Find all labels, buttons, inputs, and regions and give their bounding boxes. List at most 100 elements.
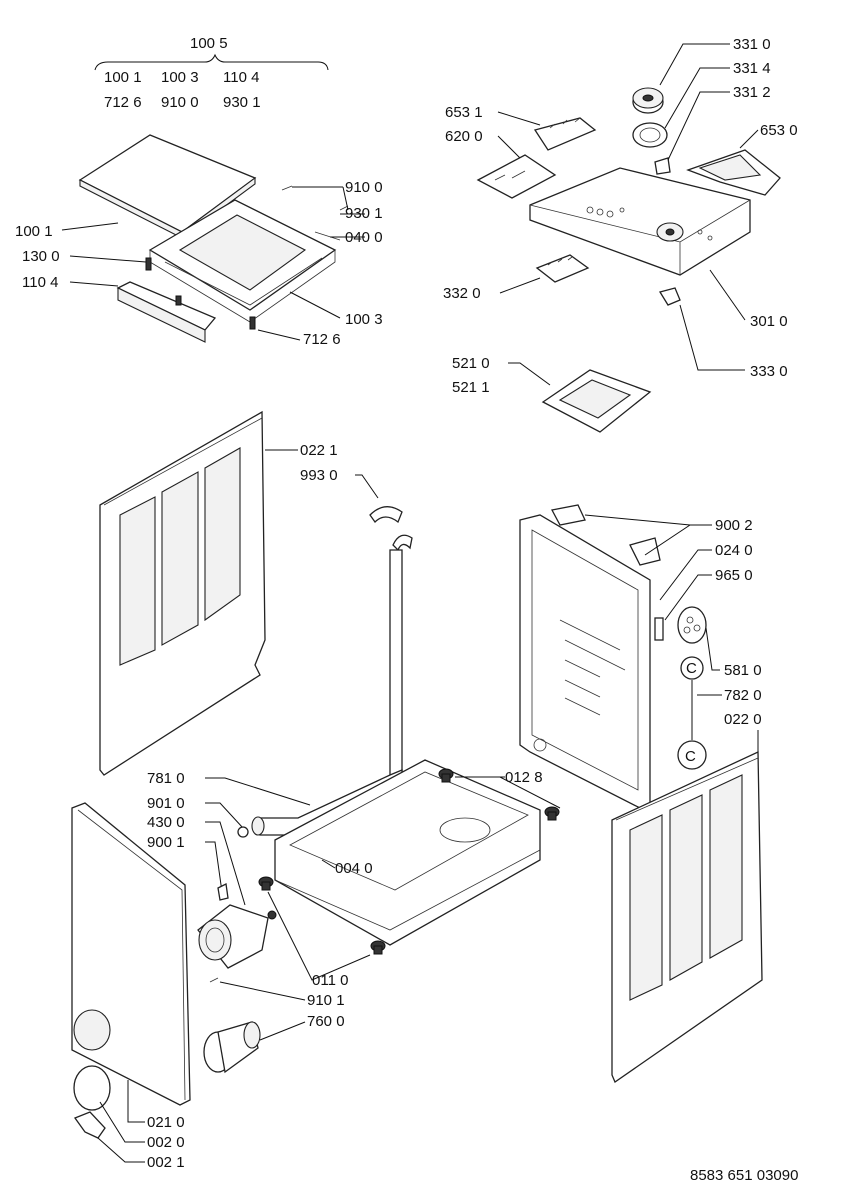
label-910-0-header: 910 0 — [161, 94, 199, 111]
label-331-4: 331 4 — [733, 60, 771, 77]
leader-781-0 — [205, 777, 311, 806]
label-002-0: 002 0 — [147, 1134, 185, 1151]
clip-c-upper — [680, 656, 704, 680]
hose-993-0 — [369, 506, 413, 781]
clip-c-upper-letter: C — [686, 660, 697, 677]
leader-900-2 — [584, 514, 712, 556]
label-011-0: 011 0 — [312, 972, 348, 989]
leader-620-0 — [497, 135, 521, 159]
leader-712-6 — [257, 329, 301, 341]
leader-333-0 — [679, 304, 745, 371]
label-002-1: 002 1 — [147, 1154, 185, 1171]
base-frame-004-0 — [274, 759, 541, 946]
leader-653-0 — [739, 129, 759, 149]
label-521-1: 521 1 — [452, 379, 490, 396]
leader-965-0 — [664, 574, 712, 621]
label-712-6: 712 6 — [303, 331, 341, 348]
label-782-0: 782 0 — [724, 687, 762, 704]
leader-901-0 — [205, 802, 244, 829]
leader-760-0 — [259, 1021, 306, 1041]
clip-c-lower-letter: C — [685, 748, 696, 765]
clip-130-0 — [145, 257, 152, 271]
label-653-0: 653 0 — [760, 122, 798, 139]
panel-301-0 — [529, 167, 751, 276]
label-901-0: 901 0 — [147, 795, 185, 812]
label-021-0: 021 0 — [147, 1114, 185, 1131]
label-521-0: 521 0 — [452, 355, 490, 372]
label-900-2: 900 2 — [715, 517, 753, 534]
hinge-002-1 — [73, 1111, 106, 1139]
leader-002-1 — [97, 1137, 145, 1163]
side-panel-022-0 — [611, 750, 763, 1083]
buttons-332-0 — [535, 254, 590, 283]
label-110-4-header: 110 4 — [223, 69, 259, 86]
clip-c-lower — [677, 740, 707, 770]
leader-993-0 — [355, 474, 379, 499]
label-100-1-header: 100 1 — [104, 69, 142, 86]
label-130-0: 130 0 — [22, 248, 60, 265]
foot-012-8-right — [544, 806, 560, 821]
label-653-1: 653 1 — [445, 104, 483, 121]
label-430-0: 430 0 — [147, 814, 185, 831]
rear-panel-024-0 — [519, 514, 651, 809]
foot-012-8-top — [438, 768, 454, 783]
leader-024-0 — [659, 549, 712, 601]
label-022-0: 022 0 — [724, 711, 762, 728]
leader-130-0 — [69, 255, 147, 263]
capacitor-581-0 — [677, 606, 707, 644]
label-110-4: 110 4 — [22, 274, 58, 291]
label-332-0: 332 0 — [443, 285, 481, 302]
front-panel-021-0 — [71, 802, 191, 1106]
label-910-1: 910 1 — [307, 992, 345, 1009]
leader-004-0 — [321, 859, 336, 869]
label-100-5: 100 5 — [190, 35, 228, 52]
label-100-3: 100 3 — [345, 311, 383, 328]
label-965-0: 965 0 — [715, 567, 753, 584]
label-760-0: 760 0 — [307, 1013, 345, 1030]
label-993-0: 993 0 — [300, 467, 338, 484]
knob-base-331-2 — [654, 157, 671, 175]
label-781-0: 781 0 — [147, 770, 185, 787]
leader-910-0 — [292, 186, 349, 211]
label-930-1: 930 1 — [345, 205, 383, 222]
door-002-0 — [73, 1065, 111, 1111]
leader-653-1 — [497, 111, 541, 126]
label-100-3-header: 100 3 — [161, 69, 199, 86]
leader-331-4 — [664, 67, 730, 129]
leader-331-0 — [659, 43, 730, 86]
leader-521-0 — [508, 362, 551, 386]
brace-group — [94, 53, 329, 71]
leader-011-0 — [267, 891, 371, 981]
label-930-1-header: 930 1 — [223, 94, 261, 111]
pump-430-0 — [197, 904, 277, 969]
filter-760-0 — [203, 1021, 261, 1074]
label-012-8: 012 8 — [505, 769, 543, 786]
board-620-0 — [476, 154, 557, 199]
spring-910-0 — [281, 185, 293, 191]
foot-011-0-bottom — [370, 940, 386, 955]
foot-011-0-left — [258, 876, 274, 891]
top-frame-part — [148, 199, 337, 323]
leader-301-0 — [709, 269, 746, 321]
clip-small — [175, 295, 182, 306]
label-024-0: 024 0 — [715, 542, 753, 559]
document-id: 8583 651 03090 — [690, 1167, 798, 1184]
leader-581-0 — [705, 627, 720, 671]
leader-110-4 — [69, 281, 119, 287]
part-965-0 — [654, 617, 664, 641]
leader-002-0 — [99, 1101, 145, 1143]
leader-012-8 — [455, 776, 561, 809]
clip-712-6 — [249, 316, 256, 330]
label-301-0: 301 0 — [750, 313, 788, 330]
label-900-1: 900 1 — [147, 834, 185, 851]
leader-910-1 — [219, 981, 306, 1001]
label-040-0: 040 0 — [345, 229, 383, 246]
leader-332-0 — [499, 277, 541, 294]
label-333-0: 333 0 — [750, 363, 788, 380]
label-712-6-header: 712 6 — [104, 94, 142, 111]
clamp-900-1 — [217, 883, 229, 901]
leader-100-3 — [289, 291, 341, 319]
label-331-2: 331 2 — [733, 84, 771, 101]
front-strip-part — [116, 281, 217, 343]
